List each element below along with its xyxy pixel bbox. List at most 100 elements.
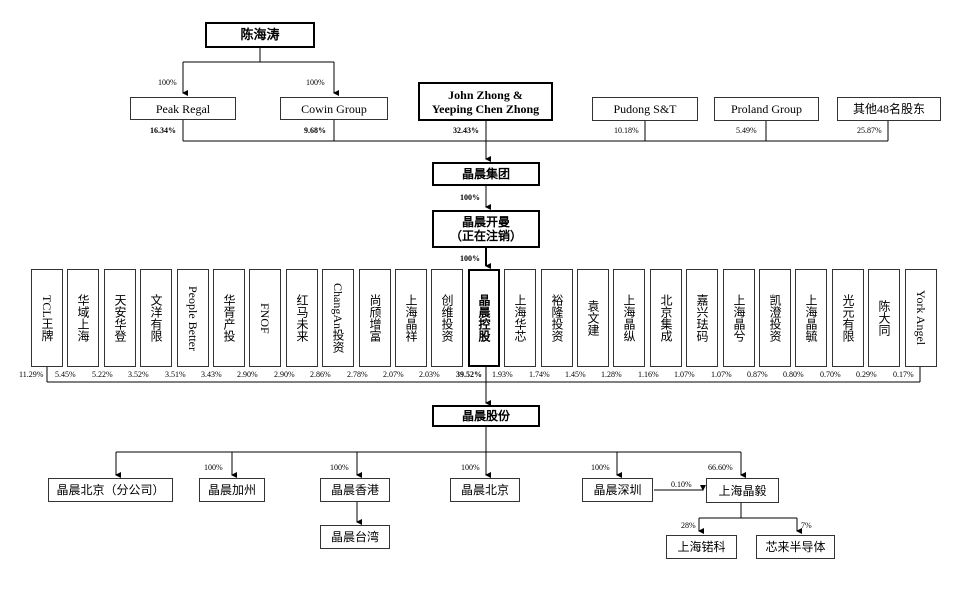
shareholder-box: 光元有限 [832,269,864,367]
shareholder-name: TCL王牌 [40,294,54,342]
shareholder-name: 上海晶毓 [804,294,818,342]
node-label: Pudong S&T [613,102,677,116]
subsidiary-taiwan: 晶晨台湾 [320,525,390,549]
shareholder-pct: 2.78% [347,370,368,379]
pct-label: 100% [460,193,480,202]
shareholder-pct: 3.43% [201,370,222,379]
shareholder-box: 凯澄投资 [759,269,791,367]
shareholder-name: 光元有限 [841,294,855,342]
shareholder-box: TCL王牌 [31,269,63,367]
pct-label: 25.87% [857,126,882,135]
shareholder-box: 文洋有限 [140,269,172,367]
node-label: 上海晶毅 [718,483,767,498]
shareholder-box: 上海晶祥 [395,269,427,367]
node-label-line1: John Zhong & [448,87,523,102]
shareholder-pct: 1.93% [492,370,513,379]
shareholder-name: 上海华芯 [513,294,527,342]
pct-label: 10.18% [614,126,639,135]
pct-label: 0.10% [671,480,692,489]
shareholder-name: 天安华登 [113,294,127,342]
node-label-line1: 晶晨开曼 [461,215,510,229]
shareholder-cowin-group: Cowin Group [280,97,388,120]
shareholder-pct: 0.17% [893,370,914,379]
shareholder-box: ChangAn投资 [322,269,354,367]
node-label: 晶晨北京（分公司） [56,483,165,497]
shareholder-pct: 2.07% [383,370,404,379]
node-label: 晶晨股份 [461,409,510,423]
pct-label: 100% [306,78,325,87]
shareholder-box: 上海华芯 [504,269,536,367]
amlogic-group-node: 晶晨集团 [432,162,540,186]
node-label: Proland Group [731,102,802,116]
shareholder-box: 红马未来 [286,269,318,367]
shareholder-box: 华域上海 [67,269,99,367]
node-label: Peak Regal [155,101,211,116]
node-label: 晶晨集团 [461,167,510,181]
shareholder-pct: 3.51% [165,370,186,379]
shareholder-name: 袁文建 [586,300,600,336]
shareholder-pct: 39.52% [456,370,482,379]
shareholder-john-zhong: John Zhong & Yeeping Chen Zhong [418,82,553,121]
shareholder-pct: 1.28% [601,370,622,379]
shareholder-pct: 2.03% [419,370,440,379]
shareholder-pct: 0.80% [783,370,804,379]
subsidiary-shenzhen: 晶晨深圳 [582,478,653,502]
shareholder-pct: 2.90% [274,370,295,379]
shareholder-name: People Better [186,285,200,351]
shareholder-pct: 1.74% [529,370,550,379]
root-label: 陈海涛 [240,27,280,42]
root-node: 陈海涛 [205,22,315,48]
subsidiary-beijing-branch: 晶晨北京（分公司） [48,478,173,502]
shareholder-name: 北京集成 [659,294,673,342]
pct-label: 100% [330,463,349,472]
investee-shanghai-nuoke: 上海锘科 [666,535,737,559]
shareholder-box: 创维投资 [431,269,463,367]
shareholder-box: 陈大同 [868,269,900,367]
shareholder-name: 华胥产投 [222,294,236,342]
shareholder-pct: 0.70% [820,370,841,379]
shareholder-pct: 0.29% [856,370,877,379]
node-label: 晶晨台湾 [330,530,379,544]
shareholder-name: 裕隆投资 [550,294,564,342]
shareholder-name: York Angel [914,290,928,346]
shareholder-box: 上海晶兮 [723,269,755,367]
shareholder-name: 上海晶兮 [732,294,746,342]
pct-label: 100% [461,463,480,472]
shareholder-box: 袁文建 [577,269,609,367]
shareholder-name: 红马未来 [295,294,309,342]
shareholder-box: 华胥产投 [213,269,245,367]
shareholder-box: 裕隆投资 [541,269,573,367]
subsidiary-california: 晶晨加州 [199,478,265,502]
pct-label: 5.49% [736,126,757,135]
shareholder-pct: 1.16% [638,370,659,379]
shareholder-name: 文洋有限 [149,294,163,342]
shareholder-pct: 11.29% [19,370,44,379]
shareholder-name: ChangAn投资 [331,283,345,353]
shareholder-pct: 3.52% [128,370,149,379]
amlogic-company-node: 晶晨股份 [432,405,540,427]
pct-label: 100% [204,463,223,472]
pct-label: 66.60% [708,463,733,472]
shareholder-pct: 1.07% [674,370,695,379]
pct-label: 100% [591,463,610,472]
shareholder-box: York Angel [905,269,937,367]
shareholder-name: 尚颀增富 [368,294,382,342]
node-label-line2: （正在注销） [449,229,522,243]
pct-label: 32.43% [453,126,479,135]
node-label: Cowin Group [301,101,367,116]
shareholder-box: 尚颀增富 [359,269,391,367]
pct-label: 100% [460,254,480,263]
shareholder-name: 创维投资 [440,294,454,342]
node-label: 晶晨加州 [207,483,256,497]
investee-xinlai-semiconductor: 芯来半导体 [756,535,835,559]
shareholder-name: 晶晨控股 [477,294,491,342]
subsidiary-shanghai: 上海晶毅 [706,478,779,503]
shareholder-peak-regal: Peak Regal [130,97,236,120]
shareholder-name: 华域上海 [76,294,90,342]
shareholder-name: 陈大同 [877,300,891,336]
subsidiary-beijing: 晶晨北京 [450,478,520,502]
shareholder-box: 上海晶毓 [795,269,827,367]
pct-label: 16.34% [150,126,176,135]
shareholder-box: 天安华登 [104,269,136,367]
